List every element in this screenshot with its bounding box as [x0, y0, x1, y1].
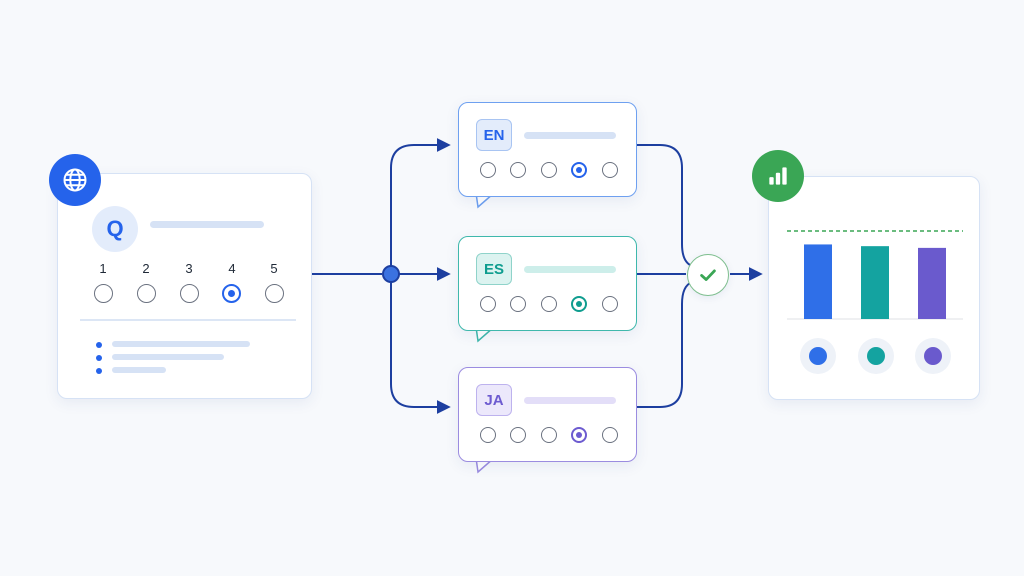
globe-icon-badge: [49, 154, 101, 206]
results-card: [768, 176, 980, 400]
scale-label-2: 2: [142, 261, 150, 276]
scale-label-4: 4: [228, 261, 236, 276]
scale-label-5: 5: [270, 261, 278, 276]
language-code-en: EN: [483, 126, 505, 144]
results-bar-chart: [787, 230, 963, 320]
scale-label-1: 1: [99, 261, 107, 276]
check-icon: [700, 269, 716, 281]
language-badge-en: EN: [476, 119, 512, 151]
translation-card-ja: JA: [458, 367, 637, 462]
en-radio-1[interactable]: [480, 162, 496, 178]
question-badge: Q: [92, 206, 138, 252]
ja-radio-5[interactable]: [602, 427, 618, 443]
globe-icon: [63, 168, 87, 192]
en-radio-4-selected[interactable]: [571, 162, 587, 178]
chart-bar-3: [918, 247, 946, 319]
list-bullet-3: [96, 368, 102, 374]
legend-dot-purple: [924, 347, 942, 365]
legend-item-3: [915, 338, 951, 374]
connector-hub-to-en: [390, 138, 451, 266]
es-radio-1[interactable]: [480, 296, 496, 312]
connector-hub-to-ja: [390, 282, 451, 414]
scale-radio-2[interactable]: [137, 284, 156, 303]
legend-dot-teal: [867, 347, 885, 365]
es-radio-3[interactable]: [541, 296, 557, 312]
translation-card-en: EN: [458, 102, 637, 197]
es-radio-4-selected[interactable]: [571, 296, 587, 312]
list-line-2: [112, 354, 224, 360]
language-badge-es: ES: [476, 253, 512, 285]
chart-bar-1: [804, 244, 832, 319]
legend-item-2: [858, 338, 894, 374]
en-radio-5[interactable]: [602, 162, 618, 178]
survey-card: Q 1 2 3 4 5: [57, 173, 312, 399]
language-code-ja: JA: [484, 391, 504, 409]
language-code-es: ES: [483, 260, 504, 278]
list-line-3: [112, 367, 166, 373]
connector-en-to-check: [637, 144, 693, 267]
en-text-placeholder: [524, 132, 616, 139]
es-radio-5[interactable]: [602, 296, 618, 312]
legend-dot-blue: [809, 347, 827, 365]
scale-radio-5[interactable]: [265, 284, 284, 303]
chart-bar-2: [861, 246, 889, 319]
ja-radio-2[interactable]: [510, 427, 526, 443]
legend-item-1: [800, 338, 836, 374]
hub-node: [382, 265, 400, 283]
question-text-placeholder: [150, 221, 264, 228]
ja-radio-3[interactable]: [541, 427, 557, 443]
ja-radio-1[interactable]: [480, 427, 496, 443]
list-bullet-2: [96, 355, 102, 361]
ja-text-placeholder: [524, 397, 616, 404]
en-radio-2[interactable]: [510, 162, 526, 178]
translation-card-es: ES: [458, 236, 637, 331]
connector-ja-to-check: [637, 281, 693, 408]
list-bullet-1: [96, 342, 102, 348]
language-badge-ja: JA: [476, 384, 512, 416]
validation-node: [687, 254, 729, 296]
bar-chart-icon: [769, 167, 787, 185]
question-label: Q: [106, 216, 124, 241]
card-divider: [80, 319, 296, 321]
es-text-placeholder: [524, 266, 616, 273]
scale-radio-3[interactable]: [180, 284, 199, 303]
en-radio-3[interactable]: [541, 162, 557, 178]
chart-icon-badge: [752, 150, 804, 202]
es-radio-2[interactable]: [510, 296, 526, 312]
scale-radio-4-selected[interactable]: [222, 284, 241, 303]
scale-label-3: 3: [185, 261, 193, 276]
scale-radio-1[interactable]: [94, 284, 113, 303]
list-line-1: [112, 341, 250, 347]
ja-radio-4-selected[interactable]: [571, 427, 587, 443]
